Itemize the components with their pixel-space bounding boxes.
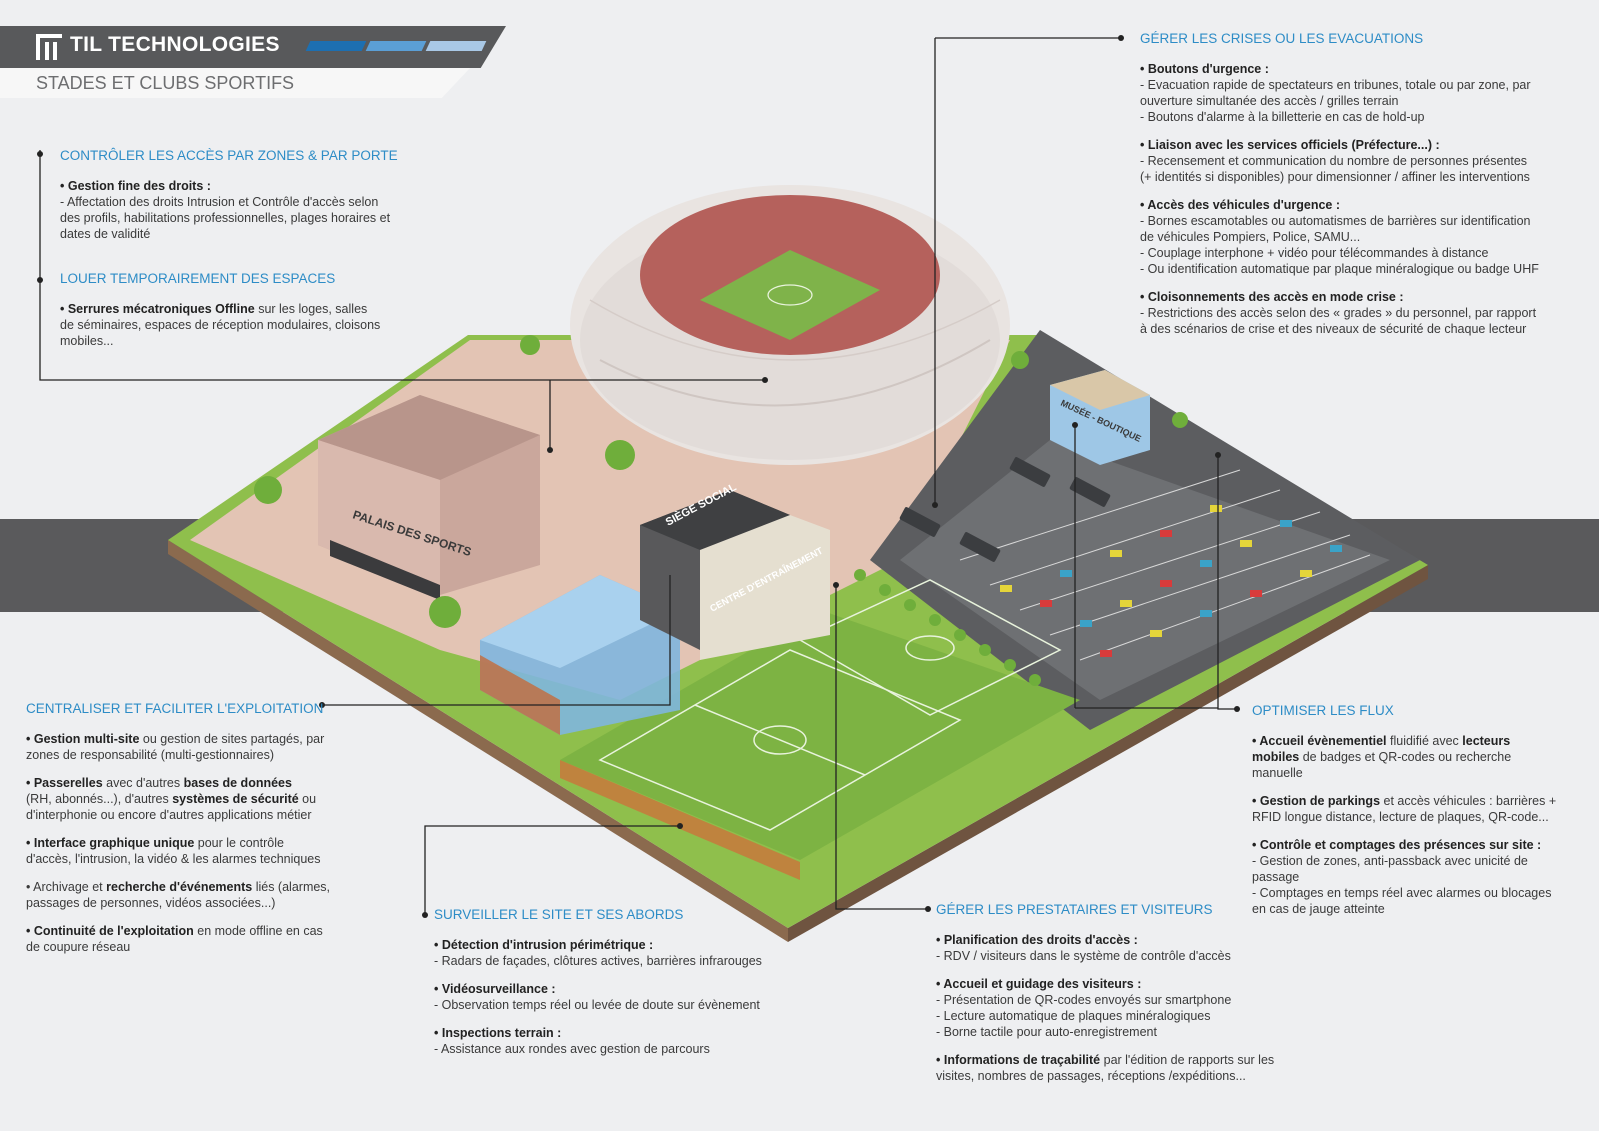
subtitle-bar [0,68,470,98]
list-item: • Passerelles avec d'autres bases de don… [26,776,317,822]
section-crises: GÉRER LES CRISES OU LES EVACUATIONS • Bo… [1140,30,1580,349]
stripe-1 [305,41,367,51]
page-subtitle: STADES ET CLUBS SPORTIFS [36,73,295,93]
section-title: CENTRALISER ET FACILITER L'EXPLOITATION [26,701,324,716]
section-title: OPTIMISER LES FLUX [1252,703,1394,718]
stripe-3 [425,41,487,51]
list-item: • Détection d'intrusion périmétrique : -… [434,938,762,968]
section-prestataires: GÉRER LES PRESTATAIRES ET VISITEURS • Pl… [936,901,1296,1096]
list-item: • Serrures mécatroniques Offline sur les… [60,302,381,348]
list-item: • Continuité de l'exploitation en mode o… [26,924,323,954]
section-flux: OPTIMISER LES FLUX • Accueil évènementie… [1252,702,1582,929]
section-title: GÉRER LES CRISES OU LES EVACUATIONS [1140,31,1424,46]
section-title: LOUER TEMPORAIREMENT DES ESPACES [60,271,336,286]
parking-lot [900,440,1390,700]
list-item: • Planification des droits d'accès : - R… [936,933,1231,963]
section-title: GÉRER LES PRESTATAIRES ET VISITEURS [936,902,1213,917]
base-side-right [788,565,1428,942]
list-item: • Liaison avec les services officiels (P… [1140,138,1530,184]
field-lines [598,579,1062,831]
perimeter-fence [560,760,800,880]
list-item: • Boutons d'urgence : - Evacuation rapid… [1140,62,1531,124]
list-item: • Vidéosurveillance : - Observation temp… [434,982,760,1012]
section-title: SURVEILLER LE SITE ET SES ABORDS [434,907,684,922]
hq-building: SIÈGE SOCIAL CENTRE D'ENTRAÎNEMENT [640,480,830,660]
list-item: • Interface graphique unique pour le con… [26,836,321,866]
leader-dots [37,35,1240,918]
section-louer: LOUER TEMPORAIREMENT DES ESPACES • Serru… [60,270,420,361]
section-centraliser: CENTRALISER ET FACILITER L'EXPLOITATION … [26,700,356,967]
list-item: • Informations de traçabilité par l'édit… [936,1053,1275,1083]
list-item: • Accueil évènementiel fluidifié avec le… [1252,734,1512,780]
list-item: • Accueil et guidage des visiteurs : - P… [936,977,1232,1039]
section-surveiller: SURVEILLER LE SITE ET SES ABORDS • Détec… [434,906,814,1069]
trees [254,335,1188,686]
list-item: • Inspections terrain : - Assistance aux… [434,1026,710,1056]
section-title: CONTRÔLER LES ACCÈS PAR ZONES & PAR PORT… [60,148,398,163]
list-item: • Contrôle et comptages des présences su… [1252,838,1552,916]
list-item: • Cloisonnements des accès en mode crise… [1140,290,1537,336]
list-item: • Accès des véhicules d'urgence : - Born… [1140,198,1539,276]
palais-building: PALAIS DES SPORTS [318,395,540,600]
base-side-left [168,540,788,942]
leader-lines [39,37,1237,915]
list-item: • Gestion fine des droits : - Affectatio… [60,179,391,241]
til-logo-icon [36,34,62,60]
list-item: • Archivage et recherche d'événements li… [26,880,331,910]
section-acces: CONTRÔLER LES ACCÈS PAR ZONES & PAR PORT… [60,147,420,254]
buses [899,457,1111,562]
stripe-2 [365,41,427,51]
brand-name: TIL TECHNOLOGIES [70,33,280,56]
list-item: • Gestion de parkings et accès véhicules… [1252,794,1557,824]
parking-lines [959,469,1371,661]
list-item: • Gestion multi-site ou gestion de sites… [26,732,325,762]
parked-cars [1000,505,1342,657]
glass-building [480,575,680,735]
stadium [570,185,1010,465]
